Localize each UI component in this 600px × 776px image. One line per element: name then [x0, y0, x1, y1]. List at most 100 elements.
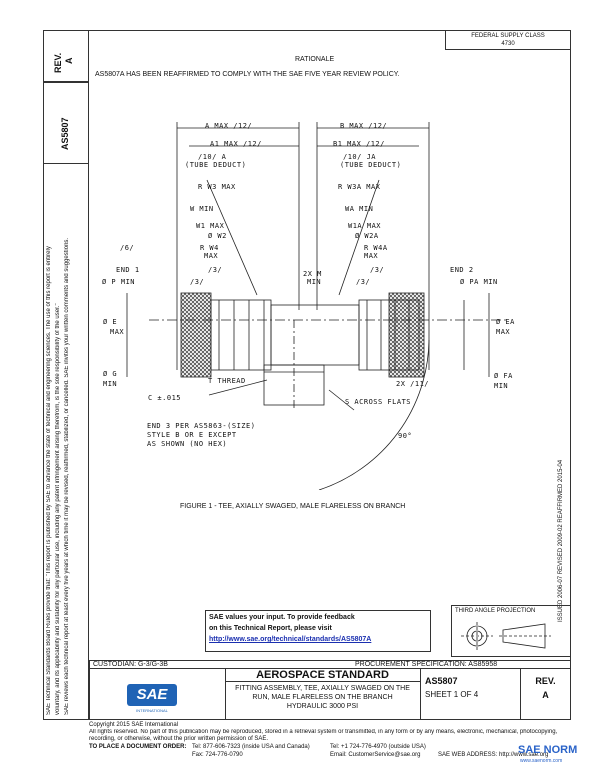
rev-value-block: A [542, 690, 549, 700]
ref-3-a: /3/ [208, 266, 223, 274]
custodian: CUSTODIAN: G-3/G-3B [93, 661, 168, 668]
sae-logo-sub: INTERNATIONAL [136, 708, 168, 713]
tel-2: Tel: +1 724-776-4970 (outside USA) [330, 744, 426, 750]
end-3-line-3: AS SHOWN (NO HEX) [147, 440, 228, 448]
dim-2x-m: 2X M [303, 270, 322, 278]
title-line-1: FITTING ASSEMBLY, TEE, AXIALLY SWAGED ON… [235, 685, 410, 692]
title-line-2: RUN, MALE FLARELESS ON THE BRANCH [252, 694, 393, 701]
sheet-number: SHEET 1 OF 4 [425, 690, 479, 699]
rev-label-block: REV. [535, 676, 556, 686]
email: Email: CustomerService@sae.org [330, 752, 421, 758]
end-1-label: END 1 [116, 266, 140, 274]
dim-e: Ø E [103, 318, 118, 326]
projection-box [451, 605, 571, 657]
dim-p-min: Ø P MIN [102, 278, 136, 286]
dim-fa-min: MIN [494, 382, 509, 390]
dim-ref-a: /10/ A [198, 153, 227, 161]
watermark-title: SAE NORM [518, 744, 578, 756]
rev-box [43, 30, 89, 82]
dim-g-min: MIN [103, 380, 118, 388]
dim-m-min: MIN [307, 278, 322, 286]
ref-3-c: /3/ [370, 266, 385, 274]
across-flats-label: S ACROSS FLATS [345, 398, 412, 406]
dim-b1-max: B1 MAX /12/ [333, 140, 385, 148]
dim-w-min: W MIN [190, 205, 214, 213]
third-angle-projection-symbol [461, 622, 551, 650]
angle-label: 90° [398, 432, 413, 440]
legal-text-2: voluntary, and its applicability and sui… [55, 303, 61, 715]
dim-w2: Ø W2 [208, 232, 227, 240]
tel-1: Tel: 877-606-7323 (inside USA and Canada… [192, 744, 310, 750]
dim-tube-deduct-b: (TUBE DEDUCT) [340, 161, 402, 169]
dim-r-w3a: R W3A MAX [338, 183, 381, 191]
rev-label: REV. [53, 52, 63, 73]
rationale-title: RATIONALE [295, 56, 335, 63]
rev-value: A [64, 57, 74, 65]
dim-ea-max: MAX [496, 328, 511, 336]
web-address: SAE WEB ADDRESS: http://www.sae.org [438, 752, 549, 758]
title-block-divider [89, 668, 571, 669]
dim-r-w3: R W3 MAX [198, 183, 236, 191]
title-divider-3 [520, 668, 521, 720]
dim-pa-min: Ø PA MIN [460, 278, 498, 286]
end-2-label: END 2 [450, 266, 474, 274]
legal-text-3: SAE reviews each technical report at lea… [64, 237, 70, 715]
dim-g: Ø G [103, 370, 118, 378]
ref-3-b: /3/ [190, 278, 205, 286]
dim-r-w4: R W4 [200, 244, 219, 252]
standard-heading: AEROSPACE STANDARD [256, 669, 389, 681]
dim-e-max: MAX [110, 328, 125, 336]
feedback-line-2: on this Technical Report, please visit [209, 625, 332, 632]
doc-number: AS5807 [425, 676, 458, 686]
dim-w1a-max: W1A MAX [348, 222, 382, 230]
order-label: TO PLACE A DOCUMENT ORDER: [89, 744, 187, 750]
dim-a1-max: A1 MAX /12/ [210, 140, 262, 148]
copyright: Copyright 2015 SAE International [89, 722, 179, 728]
supply-class-label: FEDERAL SUPPLY CLASS [471, 33, 545, 39]
dim-r-w4a-max: MAX [364, 252, 379, 260]
rationale-text: AS5807A HAS BEEN REAFFIRMED TO COMPLY WI… [95, 71, 400, 78]
figure-caption: FIGURE 1 - TEE, AXIALLY SWAGED, MALE FLA… [180, 503, 406, 510]
dim-ea: Ø EA [496, 318, 515, 326]
dim-r-w4a: R W4A [364, 244, 388, 252]
dim-a-max: A MAX /12/ [205, 122, 253, 130]
dim-w1-max: W1 MAX [196, 222, 225, 230]
title-divider-1 [225, 668, 226, 720]
revision-history: ISSUED 2006-07 REVISED 2009-02 REAFFIRME… [558, 459, 564, 622]
dim-fa: Ø FA [494, 372, 513, 380]
end-3-line-1: END 3 PER AS5863-(SIZE) [147, 422, 256, 430]
feedback-box [205, 610, 431, 652]
feedback-line-1: SAE values your input. To provide feedba… [209, 614, 355, 621]
dim-c: C ±.015 [148, 394, 182, 402]
dim-wa-min: WA MIN [345, 205, 374, 213]
projection-label: THIRD ANGLE PROJECTION [455, 608, 536, 614]
feedback-link[interactable]: http://www.sae.org/technical/standards/A… [209, 636, 372, 643]
ref-6: /6/ [120, 244, 135, 252]
title-divider-2 [420, 668, 421, 720]
rights-line-1: All rights reserved. No part of this pub… [89, 729, 558, 735]
dim-tube-deduct: (TUBE DEDUCT) [185, 161, 247, 169]
sae-logo: SAE [127, 684, 177, 706]
supply-class-box [445, 30, 571, 50]
tee-fitting-drawing [126, 122, 509, 490]
doc-number-vertical: AS5807 [60, 117, 70, 150]
doc-number-box [43, 82, 89, 164]
ref-3-d: /3/ [356, 278, 371, 286]
dim-ref-ja: /10/ JA [343, 153, 377, 161]
end-3-line-2: STYLE B OR E EXCEPT [147, 431, 237, 439]
dim-w2a: Ø W2A [355, 232, 379, 240]
procurement-spec: PROCUREMENT SPECIFICATION: AS85958 [355, 661, 498, 668]
dim-r-w4-max: MAX [204, 252, 219, 260]
left-margin-strip [43, 30, 89, 720]
supply-class-value: 4730 [501, 41, 515, 47]
watermark-url: www.saenorm.com [520, 758, 563, 764]
thread-label: T THREAD [208, 377, 246, 385]
rights-line-2: recording, or otherwise, without the pri… [89, 736, 269, 742]
fax: Fax: 724-776-0790 [192, 752, 243, 758]
ref-11: 2X /11/ [396, 380, 430, 388]
legal-text-1: SAE Technical Standards Board Rules prov… [46, 246, 52, 715]
sae-logo-text: SAE [136, 686, 168, 703]
title-line-3: HYDRAULIC 3000 PSI [286, 703, 359, 710]
dim-b-max: B MAX /12/ [340, 122, 388, 130]
title-block [89, 660, 571, 720]
